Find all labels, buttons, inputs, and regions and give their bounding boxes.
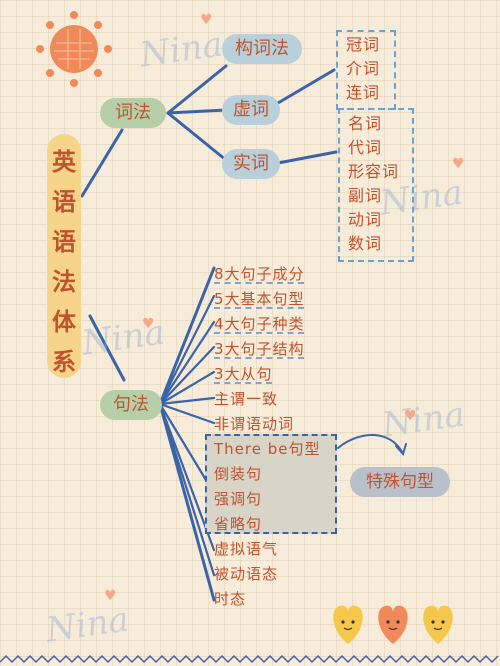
list-item: 时态: [214, 590, 247, 608]
xuci-to-list-line: [276, 68, 336, 105]
small-heart-icon: ♥: [142, 316, 155, 332]
orange-heart-icon: [378, 605, 408, 644]
list-item: 主谓一致: [214, 390, 279, 408]
yellow-heart-icon: [423, 605, 453, 644]
shici-dashed-box: [338, 108, 414, 262]
root-to-cifa-line: [80, 128, 124, 198]
node-shici: 实词: [222, 149, 280, 179]
shici-to-list-line: [276, 150, 338, 165]
cifa-to-gouci-line: [166, 64, 228, 115]
list-item: 代词: [348, 138, 383, 157]
list-item: 虚拟语气: [214, 540, 279, 558]
list-item: 非谓语动词: [214, 415, 295, 433]
list-item: 4大句子种类: [214, 315, 305, 333]
node-jufa: 句法: [100, 390, 162, 420]
sun-icon: [36, 11, 112, 87]
node-xuci: 虚词: [222, 95, 280, 125]
list-item: 强调句: [214, 490, 263, 508]
small-heart-icon: ♥: [200, 12, 213, 28]
special-sentence-box: [205, 434, 337, 534]
list-item: 省略句: [214, 515, 263, 533]
list-item: 连词: [346, 83, 381, 102]
root-node: 英语语法体系: [47, 134, 81, 378]
list-item: 5大基本句型: [214, 290, 305, 308]
jufa-spine-line-lower: [158, 402, 216, 602]
list-item: 形容词: [348, 162, 400, 181]
xuci-list: 冠词 介词 连词: [346, 33, 380, 105]
hearts-decoration: [333, 605, 453, 644]
small-heart-icon: ♥: [404, 408, 417, 424]
node-cifa: 词法: [100, 98, 166, 128]
zigzag-border: [0, 654, 499, 664]
cifa-to-shici-line: [166, 111, 228, 162]
list-item: 介词: [346, 59, 381, 78]
list-item: 副词: [348, 186, 383, 205]
cifa-to-xuci-line: [166, 108, 228, 115]
special-arrow: [337, 434, 403, 453]
list-item: 倒装句: [214, 465, 263, 483]
list-item: 数词: [348, 234, 383, 253]
special-sentence-tag: 特殊句型: [350, 467, 450, 497]
shici-list: 名词 代词 形容词 副词 动词 数词: [348, 112, 399, 256]
node-gouci: 构词法: [222, 34, 302, 64]
list-item: 名词: [348, 114, 383, 133]
small-heart-icon: ♥: [452, 156, 465, 172]
jufa-list: 8大句子成分 5大基本句型 4大句子种类 3大句子结构 3大从句主谓一致非谓语动词 The…: [214, 262, 320, 612]
list-item: 被动语态: [214, 565, 279, 583]
jufa-spine-line: [158, 266, 216, 406]
list-item: 动词: [348, 210, 383, 229]
small-heart-icon: ♥: [104, 588, 117, 604]
yellow-heart-icon: [333, 605, 363, 644]
root-to-jufa-line: [88, 314, 126, 382]
list-item: 8大句子成分: [214, 265, 305, 283]
list-item: 3大句子结构: [214, 340, 305, 358]
list-item: 3大从句: [214, 365, 273, 383]
list-item: 冠词: [346, 35, 381, 54]
list-item: There be句型: [214, 440, 321, 458]
